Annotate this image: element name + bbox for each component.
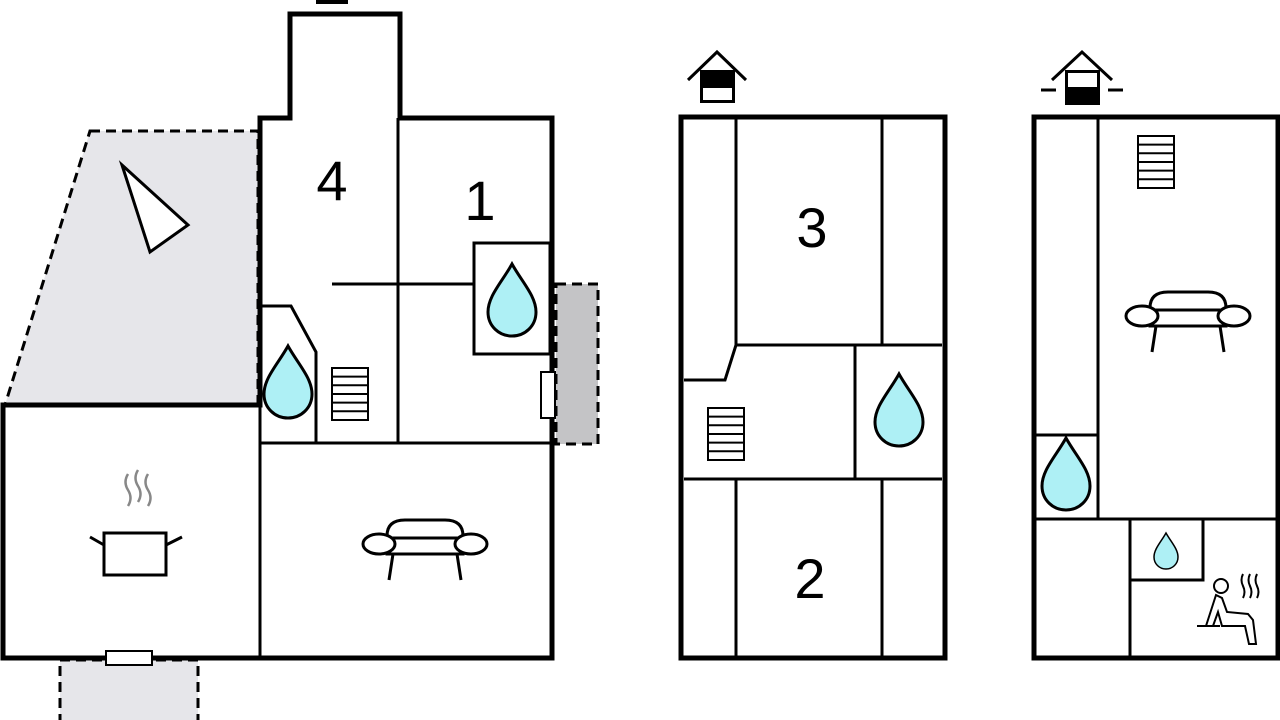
outer-walls (0, 11, 555, 661)
stairs-icon (331, 367, 369, 421)
plan-first-floor: 3 2 (678, 49, 948, 661)
room-label: 2 (794, 547, 825, 610)
outer-walls (1031, 114, 1280, 661)
sofa-icon (1124, 290, 1252, 354)
kitchen-pot-icon (89, 469, 183, 577)
shower-drop-icon (486, 262, 538, 338)
stairs-icon (707, 407, 745, 461)
sofa-icon (361, 518, 489, 582)
sauna-icon (1197, 573, 1260, 645)
shower-drop-icon (1040, 436, 1092, 512)
shower-drop-icon (873, 372, 925, 448)
room-label: 1 (464, 169, 495, 232)
room-label: 4 (316, 149, 347, 212)
window-icon (105, 650, 153, 666)
shower-drop-icon (1153, 532, 1179, 570)
window-icon (540, 371, 556, 419)
entrance-mark (316, 0, 348, 4)
room-label: 3 (796, 196, 827, 259)
floor-indicator-icon (686, 49, 748, 103)
compass-icon (118, 160, 191, 255)
plan-basement (1031, 49, 1280, 661)
stairs-icon (1137, 135, 1175, 189)
terrace-east (554, 282, 600, 446)
floor-indicator-icon (1041, 49, 1123, 105)
outer-walls (678, 114, 948, 661)
shower-drop-icon (262, 344, 314, 420)
plan-ground-floor: 4 1 (0, 0, 600, 720)
terrace-south (58, 658, 200, 720)
